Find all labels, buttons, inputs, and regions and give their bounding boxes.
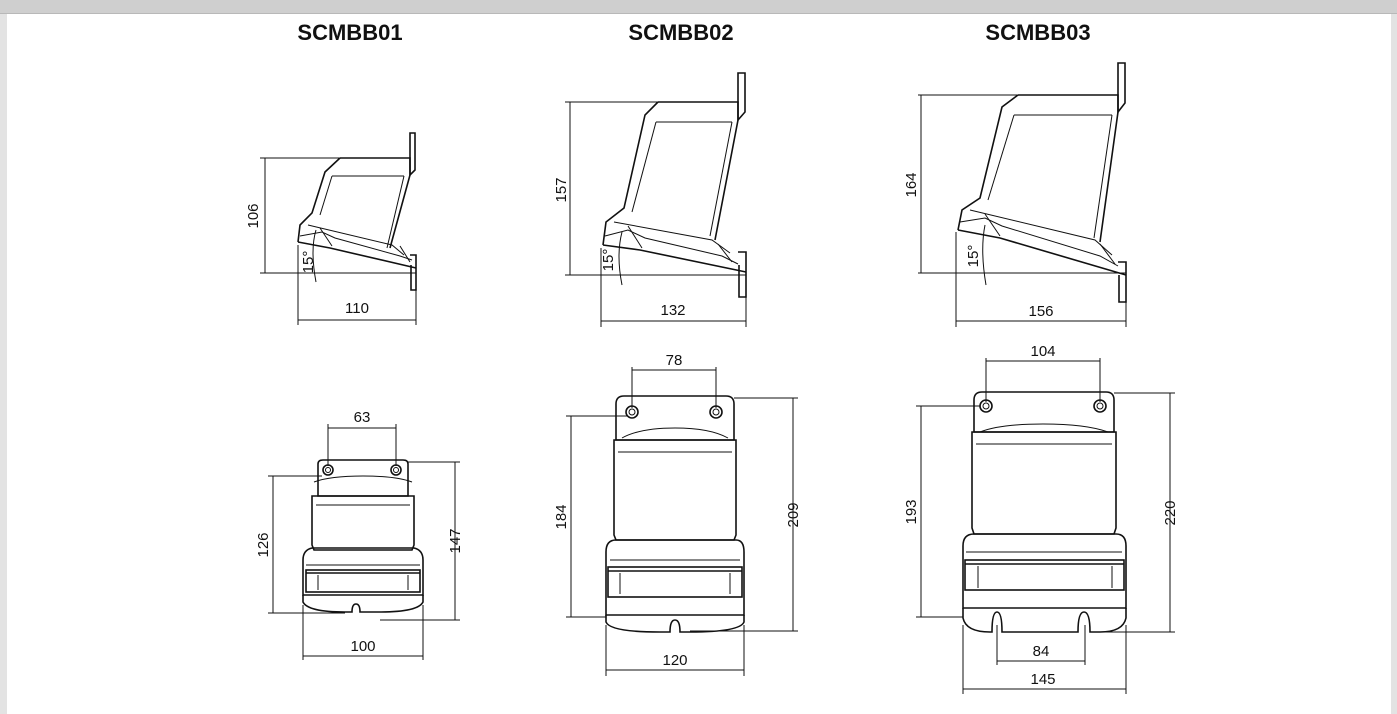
scmbb03-side-view: 164 15° 156 — [903, 62, 1127, 327]
scmbb01-front-total-height-label: 147 — [447, 528, 464, 553]
scmbb03-hole-spacing-label: 104 — [1030, 343, 1055, 360]
scmbb03-slot-spacing-label: 84 — [1033, 643, 1050, 660]
scmbb02-side-view: 157 15° 132 — [553, 72, 747, 327]
scmbb01-side-height-label: 106 — [245, 203, 262, 228]
scmbb03-front-inner-height-label: 193 — [903, 499, 920, 524]
model-title-scmbb01: SCMBB01 — [297, 20, 403, 45]
scmbb01-side-depth-label: 110 — [345, 300, 369, 317]
scmbb02-hole-spacing-label: 78 — [666, 352, 683, 369]
scmbb01-front-view: 63 126 147 100 — [255, 409, 464, 660]
scmbb01-front-inner-height-label: 126 — [255, 532, 272, 557]
scmbb02-front-total-height-label: 209 — [785, 502, 802, 527]
scmbb01-angle-label: 15° — [300, 251, 317, 274]
scmbb02-side-height-label: 157 — [553, 177, 570, 202]
scmbb02-front-view: 78 184 209 120 — [553, 352, 802, 676]
scmbb01-side-view: 106 15° 110 — [245, 132, 417, 325]
scmbb02-front-inner-height-label: 184 — [553, 504, 570, 529]
scmbb03-side-depth-label: 156 — [1028, 303, 1053, 320]
scmbb02-front-width-label: 120 — [662, 652, 687, 669]
scmbb03-front-view: 104 193 220 84 145 — [903, 343, 1179, 694]
scmbb03-side-height-label: 164 — [903, 172, 920, 197]
model-title-scmbb03: SCMBB03 — [985, 20, 1091, 45]
scmbb03-front-total-height-label: 220 — [1162, 500, 1179, 525]
top-bar — [0, 0, 1397, 14]
scmbb02-side-depth-label: 132 — [660, 302, 685, 319]
scmbb03-front-width-label: 145 — [1030, 671, 1055, 688]
scmbb01-hole-spacing-label: 63 — [354, 409, 371, 426]
scmbb01-front-width-label: 100 — [350, 638, 375, 655]
scmbb02-angle-label: 15° — [600, 249, 617, 272]
model-title-scmbb02: SCMBB02 — [628, 20, 734, 45]
scmbb03-angle-label: 15° — [965, 245, 982, 268]
